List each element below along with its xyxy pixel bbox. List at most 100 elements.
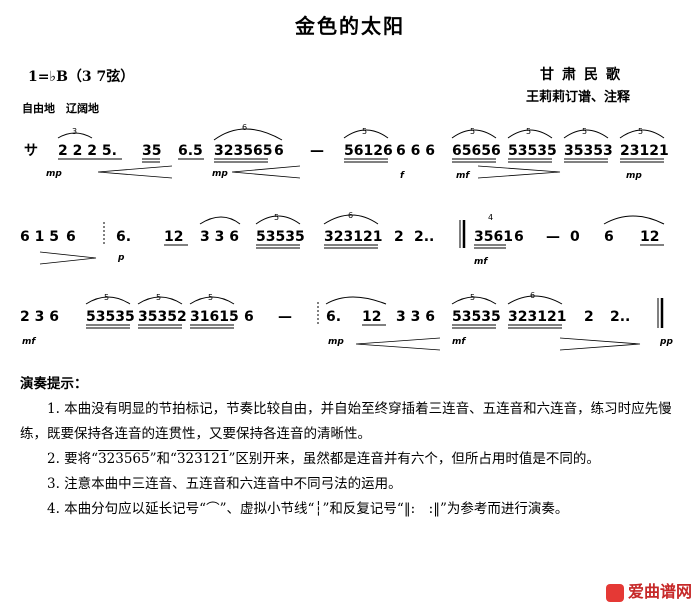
score-row-2: 6 1 5 6 6. 12 3 3 6 53535 323121 2 2.. 3… xyxy=(20,211,665,267)
svg-text:6: 6 xyxy=(348,211,353,220)
page-title: 金色的太阳 xyxy=(295,14,405,38)
beam-lines xyxy=(58,158,664,163)
dynamic-mark: f xyxy=(400,171,405,181)
dynamic-mark: pp xyxy=(659,337,673,347)
svg-text:5: 5 xyxy=(156,293,161,302)
score-note: 6 6 6 xyxy=(396,143,435,159)
score-note: 6 xyxy=(604,229,614,245)
score-note: 3561 xyxy=(474,229,513,245)
attribution-arranger: 王莉莉订谱、注释 xyxy=(526,90,631,105)
slur-marks xyxy=(199,214,665,225)
score-note: 3 3 6 xyxy=(200,229,239,245)
score-note: 53535 xyxy=(508,143,557,159)
score-row-3: 2 3 6 53535 35352 31615 6 — 6. 12 3 3 6 … xyxy=(20,291,673,351)
dynamic-mark: mf xyxy=(452,337,466,347)
repeat-start-icon: ‖: xyxy=(403,501,416,517)
score-note: 56126 xyxy=(344,143,393,159)
score-note: 6. xyxy=(326,309,341,325)
score-note: 3 3 6 xyxy=(396,309,435,325)
svg-text:5: 5 xyxy=(208,293,213,302)
score-note: 53535 xyxy=(86,309,135,325)
score-note: 2 xyxy=(394,229,404,245)
tuplet-numbers: 5 6 4 xyxy=(274,211,493,222)
svg-text:6: 6 xyxy=(242,123,247,132)
key-signature: 1=♭B（3 7弦） xyxy=(28,69,135,85)
score-notation: サ 2 2 2 5. 35 6.5 323565 6 — 56126 6 6 6… xyxy=(20,123,673,351)
score-note: — xyxy=(546,229,560,245)
svg-text:5: 5 xyxy=(638,127,643,136)
score-note: 2 3 6 xyxy=(20,309,59,325)
score-note: 2 2 2 5. xyxy=(58,143,117,159)
score-note: 23121 xyxy=(620,143,669,159)
score-row-1: サ 2 2 2 5. 35 6.5 323565 6 — 56126 6 6 6… xyxy=(24,123,669,181)
slur-marks xyxy=(57,128,665,141)
dynamic-mark: mp xyxy=(46,169,62,179)
score-note: 6 xyxy=(66,229,76,245)
svg-text:5: 5 xyxy=(362,127,367,136)
dynamic-mark: mf xyxy=(22,337,36,347)
svg-text:5: 5 xyxy=(582,127,587,136)
dynamic-mark: mp xyxy=(212,169,228,179)
score-note: 323121 xyxy=(508,309,566,325)
hairpins xyxy=(355,337,641,351)
score-note: 35353 xyxy=(564,143,613,159)
tuplet-numbers: 3 6 5 5 5 5 5 xyxy=(72,123,643,136)
hairpins xyxy=(39,251,97,265)
score-note: 6. xyxy=(116,229,131,245)
slur-marks xyxy=(85,295,563,305)
note-paragraph-4: 4. 本曲分句应以延长记号“⌒”、虚拟小节线“┆”和反复记号“‖: :‖”为参考… xyxy=(47,501,569,517)
hairpins xyxy=(97,165,561,179)
svg-text:5: 5 xyxy=(470,127,475,136)
svg-text:5: 5 xyxy=(104,293,109,302)
score-note: 65656 xyxy=(452,143,501,159)
note-sequence: 323121 xyxy=(176,451,229,467)
dynamic-mark: p xyxy=(117,253,125,263)
dynamic-mark: mp xyxy=(328,337,344,347)
score-note: — xyxy=(278,309,292,325)
score-note: 2.. xyxy=(610,309,630,325)
repeat-end-icon: :‖ xyxy=(428,501,440,517)
score-note: 323121 xyxy=(324,229,382,245)
tempo-marking: 自由地 辽阔地 xyxy=(22,102,99,115)
svg-text:5: 5 xyxy=(526,127,531,136)
score-note: 6 xyxy=(244,309,254,325)
score-note: 6 xyxy=(274,143,284,159)
tuplet-numbers: 5 5 5 5 6 xyxy=(104,291,535,302)
score-note: 2 xyxy=(584,309,594,325)
svg-text:5: 5 xyxy=(470,293,475,302)
fermata-icon: ⌒ xyxy=(206,501,220,517)
notes-heading: 演奏提示： xyxy=(20,376,88,392)
score-note: 0 xyxy=(570,229,580,245)
site-watermark: 爱曲谱网 xyxy=(605,578,692,602)
barlines xyxy=(103,220,664,249)
score-note: 6.5 xyxy=(178,143,203,159)
logo-icon xyxy=(605,583,624,602)
score-note: 6 1 5 xyxy=(20,229,59,245)
score-note: 12 xyxy=(362,309,381,325)
note-paragraph-3: 3. 注意本曲中三连音、五连音和六连音中不同弓法的运用。 xyxy=(47,476,402,492)
score-note: 2.. xyxy=(414,229,434,245)
dashed-barline-icon: ┆ xyxy=(314,501,323,517)
score-note: 6 xyxy=(514,229,524,245)
score-note: 35352 xyxy=(138,309,187,325)
note-paragraph-1: 1. 本曲没有明显的节拍标记，节奏比较自由，并自始至终穿插着三连音、五连音和六连… xyxy=(20,401,672,442)
score-note: 12 xyxy=(640,229,659,245)
score-note: 53535 xyxy=(256,229,305,245)
score-note: 35 xyxy=(142,143,161,159)
dynamic-mark: mp xyxy=(626,171,642,181)
note-sequence: 323565 xyxy=(98,451,150,467)
note-paragraph-2: 2. 要将“323565”和“323121”区别开来，虽然都是连音并有六个，但所… xyxy=(47,451,600,467)
dynamic-mark: mf xyxy=(474,257,488,267)
svg-text:3: 3 xyxy=(72,127,77,136)
score-symbol: サ xyxy=(24,143,38,159)
score-note: 31615 xyxy=(190,309,239,325)
svg-text:4: 4 xyxy=(488,213,493,222)
performance-notes: 演奏提示： 1. 本曲没有明显的节拍标记，节奏比较自由，并自始至终穿插着三连音、… xyxy=(20,372,682,522)
svg-text:6: 6 xyxy=(530,291,535,300)
dynamic-mark: mf xyxy=(456,171,470,181)
score-note: 323565 xyxy=(214,143,272,159)
svg-text:5: 5 xyxy=(274,213,279,222)
score-note: 12 xyxy=(164,229,183,245)
beam-lines xyxy=(86,298,664,329)
score-note: — xyxy=(310,143,324,159)
